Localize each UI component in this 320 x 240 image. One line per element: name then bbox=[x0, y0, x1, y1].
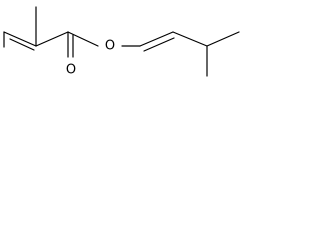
chemical-structure: O O bbox=[3, 6, 240, 78]
bond-carbonyl-ester-o bbox=[67, 31, 99, 47]
bond-vinyl-double-inner bbox=[143, 37, 175, 52]
bond-alpha-carbonyl bbox=[35, 31, 69, 47]
carbonyl-oxygen-label: O bbox=[66, 63, 76, 78]
bond-cc-double-outer bbox=[3, 31, 37, 47]
bond-vinyl-double-outer bbox=[139, 31, 174, 47]
bond-cc-double-inner bbox=[9, 38, 35, 51]
ester-oxygen-label: O bbox=[105, 39, 115, 54]
bond-isopropyl-methyl-up bbox=[206, 31, 240, 47]
bond-vinyl-ch bbox=[172, 31, 208, 47]
